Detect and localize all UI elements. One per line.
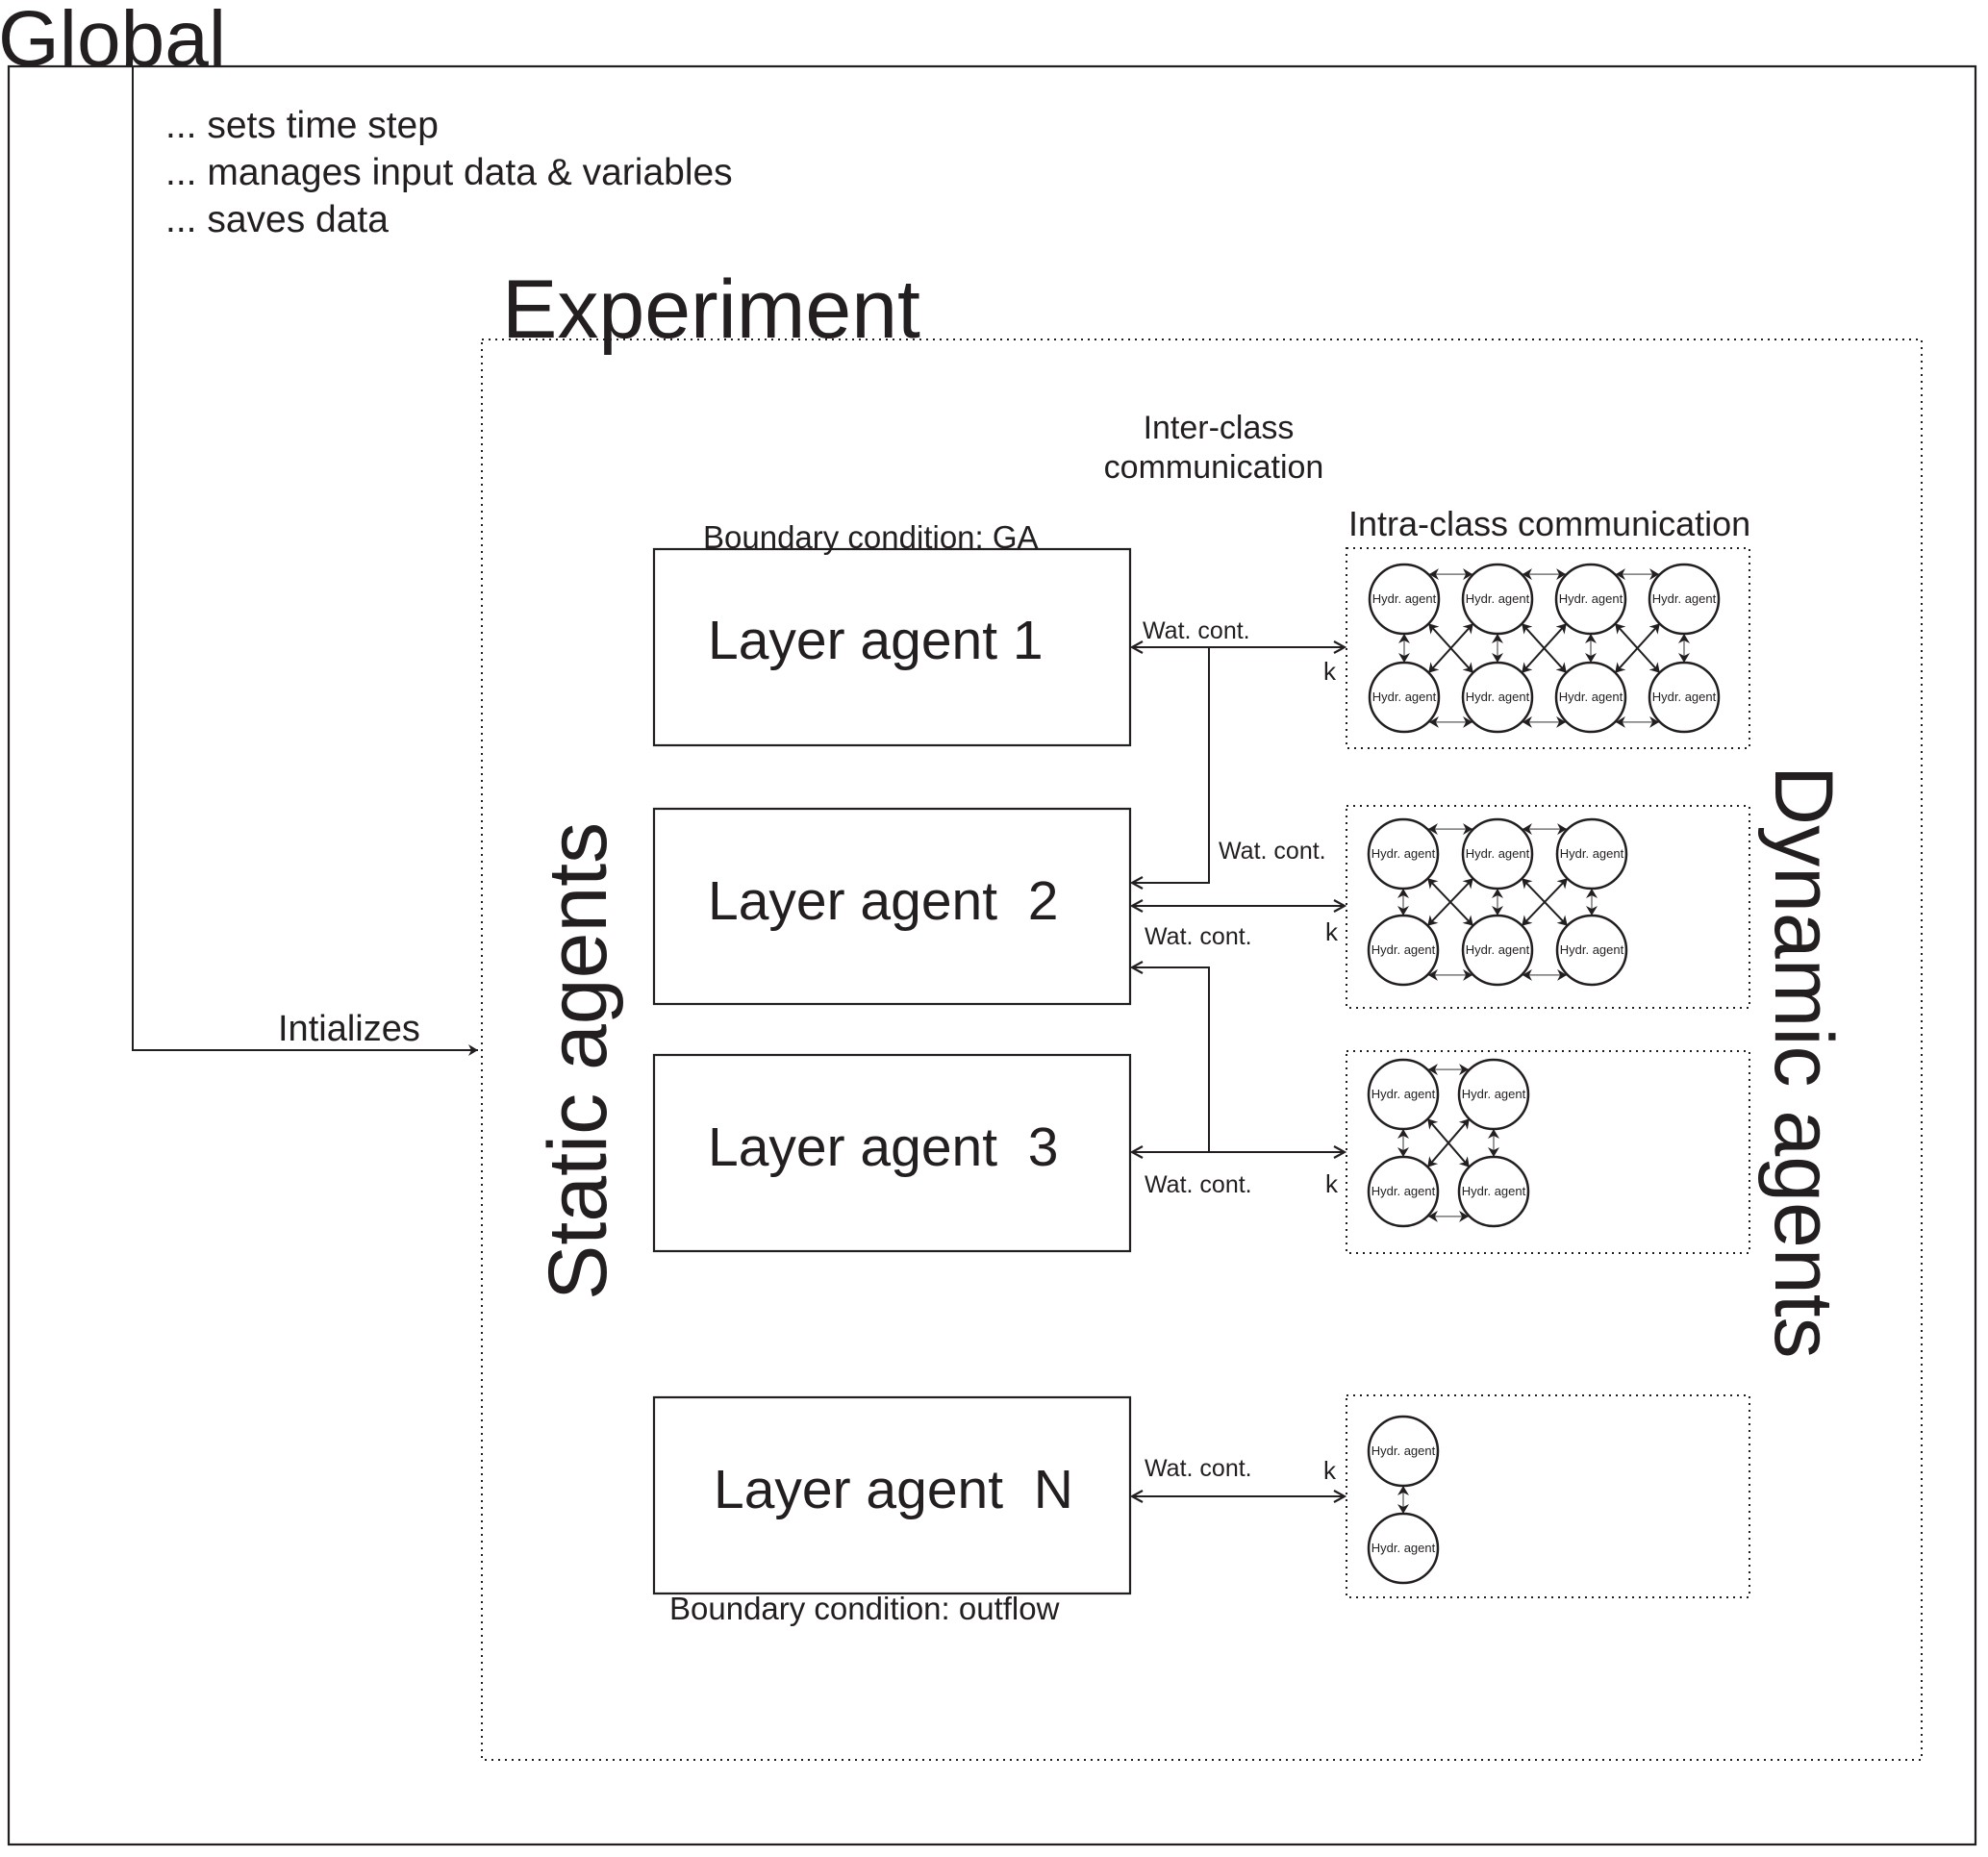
hydr-agent-node [1368, 661, 1441, 734]
hydr-agent-node [1648, 661, 1721, 734]
hydr-agent-label: Hydr. agent [1466, 591, 1530, 606]
k-label-1: k [1323, 657, 1337, 686]
inter-class-label-1: Inter-class [1144, 410, 1295, 446]
hydr-agent-node [1367, 1415, 1440, 1488]
hydr-agent-label: Hydr. agent [1371, 942, 1436, 957]
hydr-agent-label: Hydr. agent [1371, 1087, 1436, 1101]
hydr-agent-label: Hydr. agent [1466, 942, 1530, 957]
hydr-agent-label: Hydr. agent [1462, 1184, 1526, 1198]
hydr-agent-label: Hydr. agent [1652, 690, 1717, 704]
hydr-agent-label: Hydr. agent [1371, 1184, 1436, 1198]
intra-link-diagonal [1427, 622, 1474, 674]
hydr-agent-node [1367, 817, 1440, 891]
connector-3-2 [1132, 967, 1210, 1152]
global-bullet-2: ... manages input data & variables [165, 152, 733, 193]
inter-class-label-2: communication [1104, 449, 1324, 486]
hydr-agent-label: Hydr. agent [1560, 846, 1624, 861]
hydr-agent-node [1367, 1058, 1440, 1131]
intra-link-diagonal [1614, 622, 1661, 674]
k-label-n: k [1323, 1456, 1337, 1485]
hydr-agent-node [1555, 914, 1628, 987]
k-label-3: k [1325, 1169, 1339, 1198]
hydr-agent-node [1457, 1155, 1530, 1228]
hydr-agent-node [1367, 1512, 1440, 1585]
layer-agent-label: Layer agent N [714, 1459, 1073, 1520]
layer-agent-n: Layer agent N [652, 1395, 1132, 1595]
layer-agent-label: Layer agent 1 [708, 610, 1044, 671]
layer-agent-2: Layer agent 2 [652, 807, 1132, 1006]
hydr-agent-label: Hydr. agent [1652, 591, 1717, 606]
hydr-agent-label: Hydr. agent [1371, 846, 1436, 861]
intra-link-diagonal [1521, 622, 1568, 674]
experiment-box [481, 339, 1923, 1761]
flux-label-2: Wat. cont. [1145, 923, 1252, 950]
intra-class-label: Intra-class communication [1348, 504, 1750, 543]
hydr-agent-node [1457, 1058, 1530, 1131]
hydr-agent-label: Hydr. agent [1372, 591, 1437, 606]
hydr-agent-node [1461, 914, 1534, 987]
hydr-agent-node [1367, 1155, 1440, 1228]
hydr-agent-label: Hydr. agent [1466, 690, 1530, 704]
hydr-agent-node [1461, 661, 1534, 734]
hydr-agent-node [1367, 914, 1440, 987]
layer-agent-label: Layer agent 3 [708, 1117, 1058, 1178]
intra-link-diagonal [1426, 877, 1474, 927]
hydr-agent-label: Hydr. agent [1371, 1541, 1436, 1555]
layer-agent-1: Layer agent 1 [652, 547, 1132, 747]
hydr-agent-label: Hydr. agent [1559, 690, 1623, 704]
flux-label-n: Wat. cont. [1145, 1455, 1252, 1482]
hydr-agent-node [1368, 563, 1441, 636]
k-label-2: k [1325, 917, 1339, 946]
layer-agent-3: Layer agent 3 [652, 1053, 1132, 1253]
hydr-agent-node [1554, 563, 1627, 636]
between-label-1: Wat. cont. [1219, 838, 1326, 865]
experiment-title: Experiment [502, 263, 920, 356]
hydr-agent-node [1554, 661, 1627, 734]
init-connector [132, 66, 478, 1056]
dynamic-group-1 [1346, 547, 1750, 749]
global-box [7, 64, 1977, 1846]
hydr-agent-label: Hydr. agent [1466, 846, 1530, 861]
boundary-bottom-label: Boundary condition: outflow [669, 1591, 1060, 1626]
intra-link-diagonal [1521, 877, 1569, 927]
flux-label-1: Wat. cont. [1143, 617, 1250, 644]
hydr-agent-label: Hydr. agent [1560, 942, 1624, 957]
init-label: Intializes [278, 1009, 420, 1049]
flux-label-3: Wat. cont. [1145, 1171, 1252, 1198]
static-agents-label: Static agents [532, 822, 624, 1300]
intra-link-diagonal [1426, 1117, 1471, 1168]
hydr-agent-label: Hydr. agent [1371, 1443, 1436, 1458]
hydr-agent-node [1461, 817, 1534, 891]
connector-1-2 [1132, 647, 1210, 883]
hydr-agent-node [1648, 563, 1721, 636]
global-bullet-3: ... saves data [165, 199, 389, 240]
hydr-agent-node [1555, 817, 1628, 891]
hydr-agent-label: Hydr. agent [1462, 1087, 1526, 1101]
hydr-agent-label: Hydr. agent [1559, 591, 1623, 606]
dynamic-agents-label: Dynamic agents [1757, 765, 1850, 1359]
hydr-agent-node [1461, 563, 1534, 636]
global-bullet-1: ... sets time step [165, 105, 439, 146]
layer-agent-label: Layer agent 2 [708, 870, 1058, 932]
global-title: Global [0, 0, 226, 83]
hydr-agent-label: Hydr. agent [1372, 690, 1437, 704]
